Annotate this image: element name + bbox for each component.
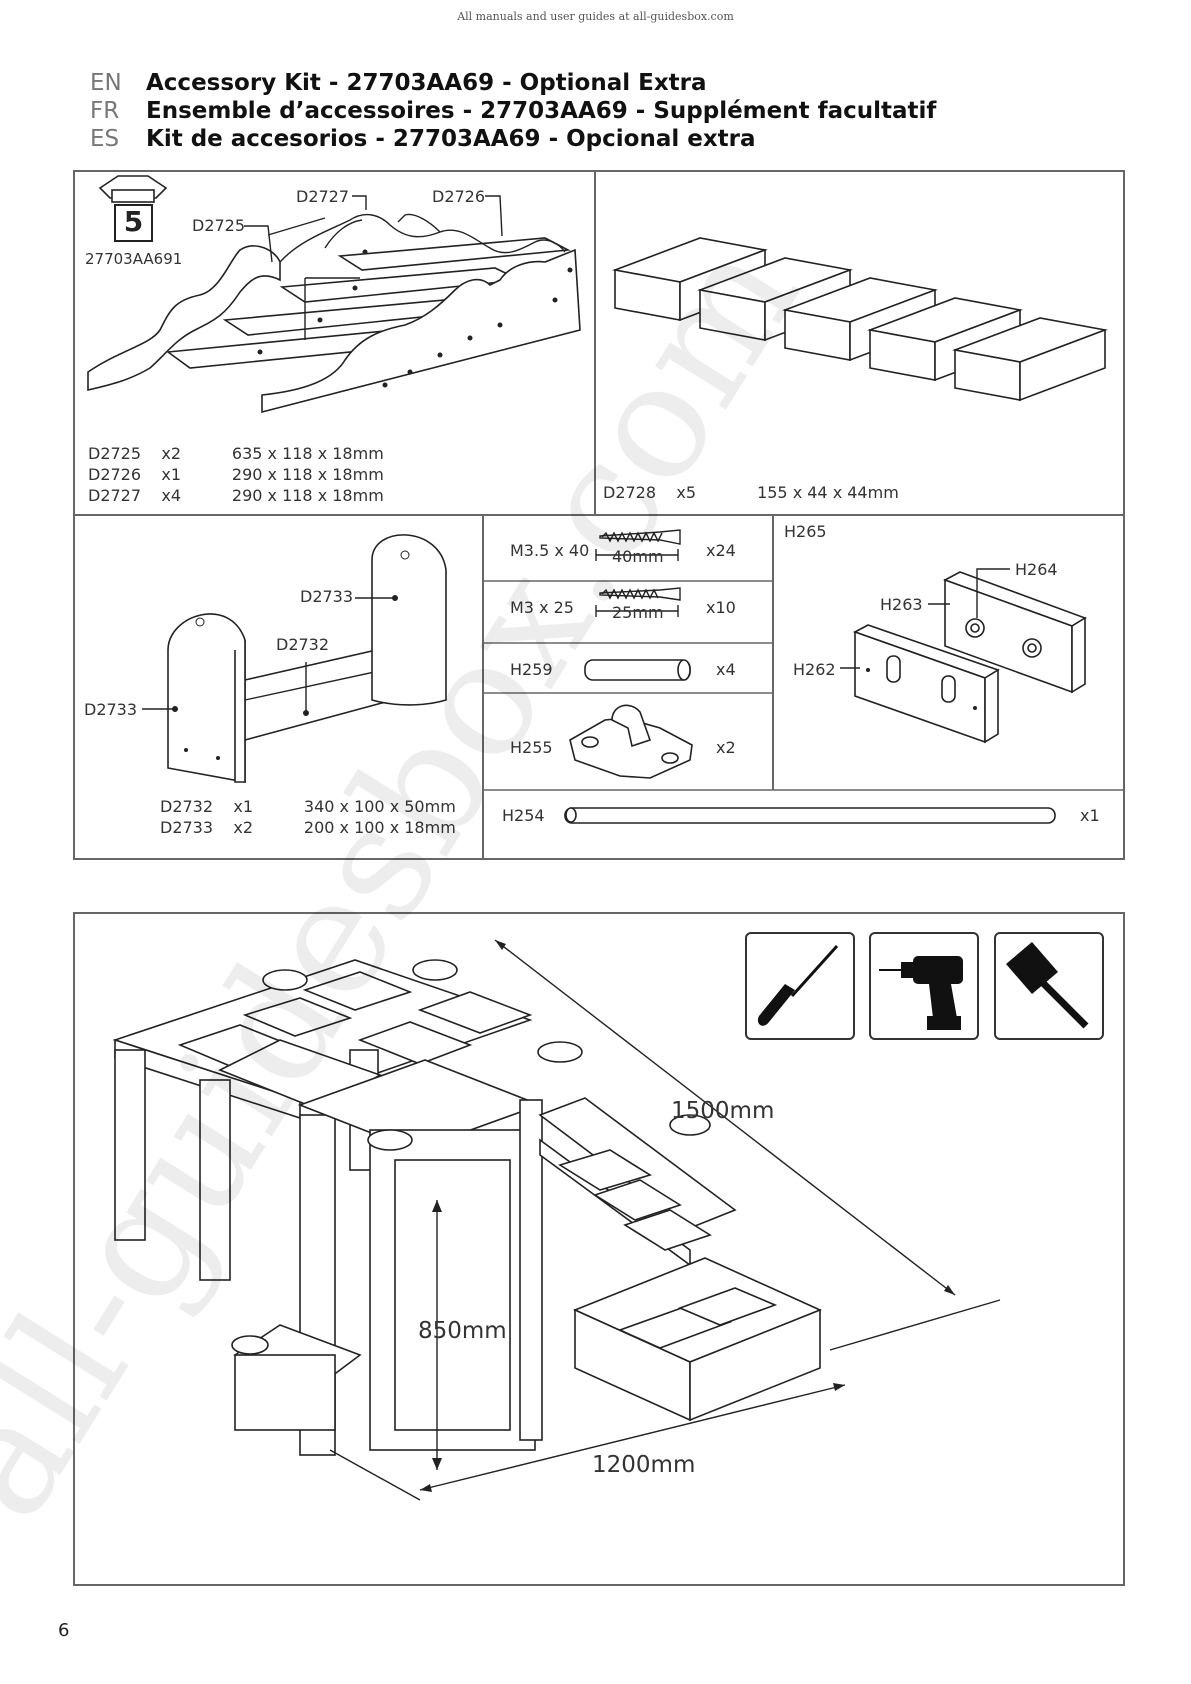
hw-code-2: H259 bbox=[510, 660, 553, 679]
screw-25-icon bbox=[595, 587, 681, 617]
hw-qty-2: x4 bbox=[716, 660, 736, 679]
spec-blocks: D2728 x5 155 x 44 x 44mm bbox=[603, 483, 899, 502]
label-d2725: D2725 bbox=[192, 216, 246, 235]
label-h264: H264 bbox=[1015, 560, 1058, 579]
label-d2732: D2732 bbox=[276, 635, 330, 654]
spec-seat: D2732 x1 340 x 100 x 50mm D2733 x2 200 x… bbox=[160, 797, 456, 837]
hw-code-3: H255 bbox=[510, 738, 553, 757]
bracket-icon bbox=[569, 704, 693, 779]
label-h262: H262 bbox=[793, 660, 836, 679]
label-d2733-left: D2733 bbox=[84, 700, 138, 719]
assembly-panel bbox=[73, 912, 1125, 1586]
hw-code-1: M3 x 25 bbox=[510, 598, 574, 617]
page-number: 6 bbox=[58, 1620, 70, 1641]
hw-code-4: H254 bbox=[502, 806, 545, 825]
mallet-icon bbox=[1006, 942, 1089, 1029]
spec-stairs: D2725 x2 635 x 118 x 18mm D2726 x1 290 x… bbox=[88, 444, 384, 505]
hw-length-1: 25mm bbox=[612, 603, 664, 622]
screw-40-icon bbox=[595, 529, 681, 561]
dim-width: 1200mm bbox=[592, 1452, 696, 1478]
tool-drill bbox=[869, 932, 979, 1040]
drill-icon bbox=[879, 956, 963, 1030]
dowel-icon bbox=[584, 659, 691, 681]
label-d2733-right: D2733 bbox=[300, 587, 354, 606]
dim-height: 850mm bbox=[418, 1318, 507, 1344]
label-h265: H265 bbox=[784, 522, 827, 541]
hw-code-0: M3.5 x 40 bbox=[510, 541, 590, 560]
header-note: All manuals and user guides at all-guide… bbox=[457, 10, 734, 23]
label-h263: H263 bbox=[880, 595, 923, 614]
hw-qty-4: x1 bbox=[1080, 806, 1100, 825]
hw-length-0: 40mm bbox=[612, 547, 664, 566]
rod-icon bbox=[564, 807, 1056, 824]
box-code: 27703AA691 bbox=[85, 250, 183, 268]
dim-length: 1500mm bbox=[671, 1098, 775, 1124]
hw-qty-0: x24 bbox=[706, 541, 736, 560]
hw-qty-3: x2 bbox=[716, 738, 736, 757]
label-d2726: D2726 bbox=[432, 187, 486, 206]
hw-qty-1: x10 bbox=[706, 598, 736, 617]
tool-screwdriver bbox=[745, 932, 855, 1040]
screwdriver-icon bbox=[757, 944, 839, 1026]
tool-mallet bbox=[994, 932, 1104, 1040]
box-number: 5 bbox=[123, 205, 144, 238]
label-d2727: D2727 bbox=[296, 187, 350, 206]
